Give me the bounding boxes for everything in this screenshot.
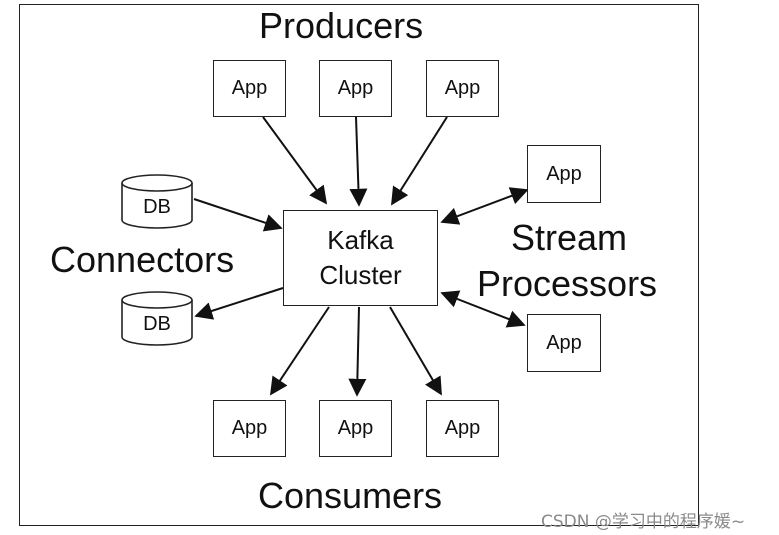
arrow-db-in [193, 198, 283, 232]
db-cylinder-bottom [121, 291, 193, 346]
diagram-frame [19, 4, 699, 526]
db-label-top: DB [143, 195, 171, 218]
arrow-producer-1 [262, 116, 328, 205]
arrow-consumer-2 [348, 306, 367, 397]
stream-title-line2: Processors [477, 263, 658, 304]
db-label-bottom: DB [143, 312, 171, 335]
connectors-title: Connectors [50, 239, 235, 280]
producer-app-3: App [426, 60, 499, 117]
consumer-app-3: App [426, 400, 499, 457]
kafka-cluster-box: Kafka Cluster [283, 210, 438, 306]
kafka-label-line1: Kafka [327, 224, 394, 255]
stream-app-bottom: App [527, 314, 601, 372]
consumer-app-2: App [319, 400, 392, 457]
consumer-app-1: App [213, 400, 286, 457]
stream-app-top: App [527, 145, 601, 203]
db-cylinder-top [121, 174, 193, 229]
arrow-db-out [194, 287, 284, 320]
arrow-producer-2 [349, 116, 368, 207]
consumers-title: Consumers [258, 475, 443, 516]
arrow-stream-bottom [440, 290, 526, 328]
kafka-label-line2: Cluster [319, 260, 402, 290]
stream-title-line1: Stream [511, 217, 628, 258]
arrow-stream-top [440, 187, 529, 225]
producers-title: Producers [259, 5, 424, 46]
producer-app-2: App [319, 60, 392, 117]
arrow-consumer-1 [270, 306, 330, 396]
arrow-producer-3 [391, 116, 448, 206]
producer-app-1: App [213, 60, 286, 117]
watermark-text: CSDN @学习中的程序媛~ [541, 512, 746, 532]
arrow-consumer-3 [389, 306, 442, 396]
